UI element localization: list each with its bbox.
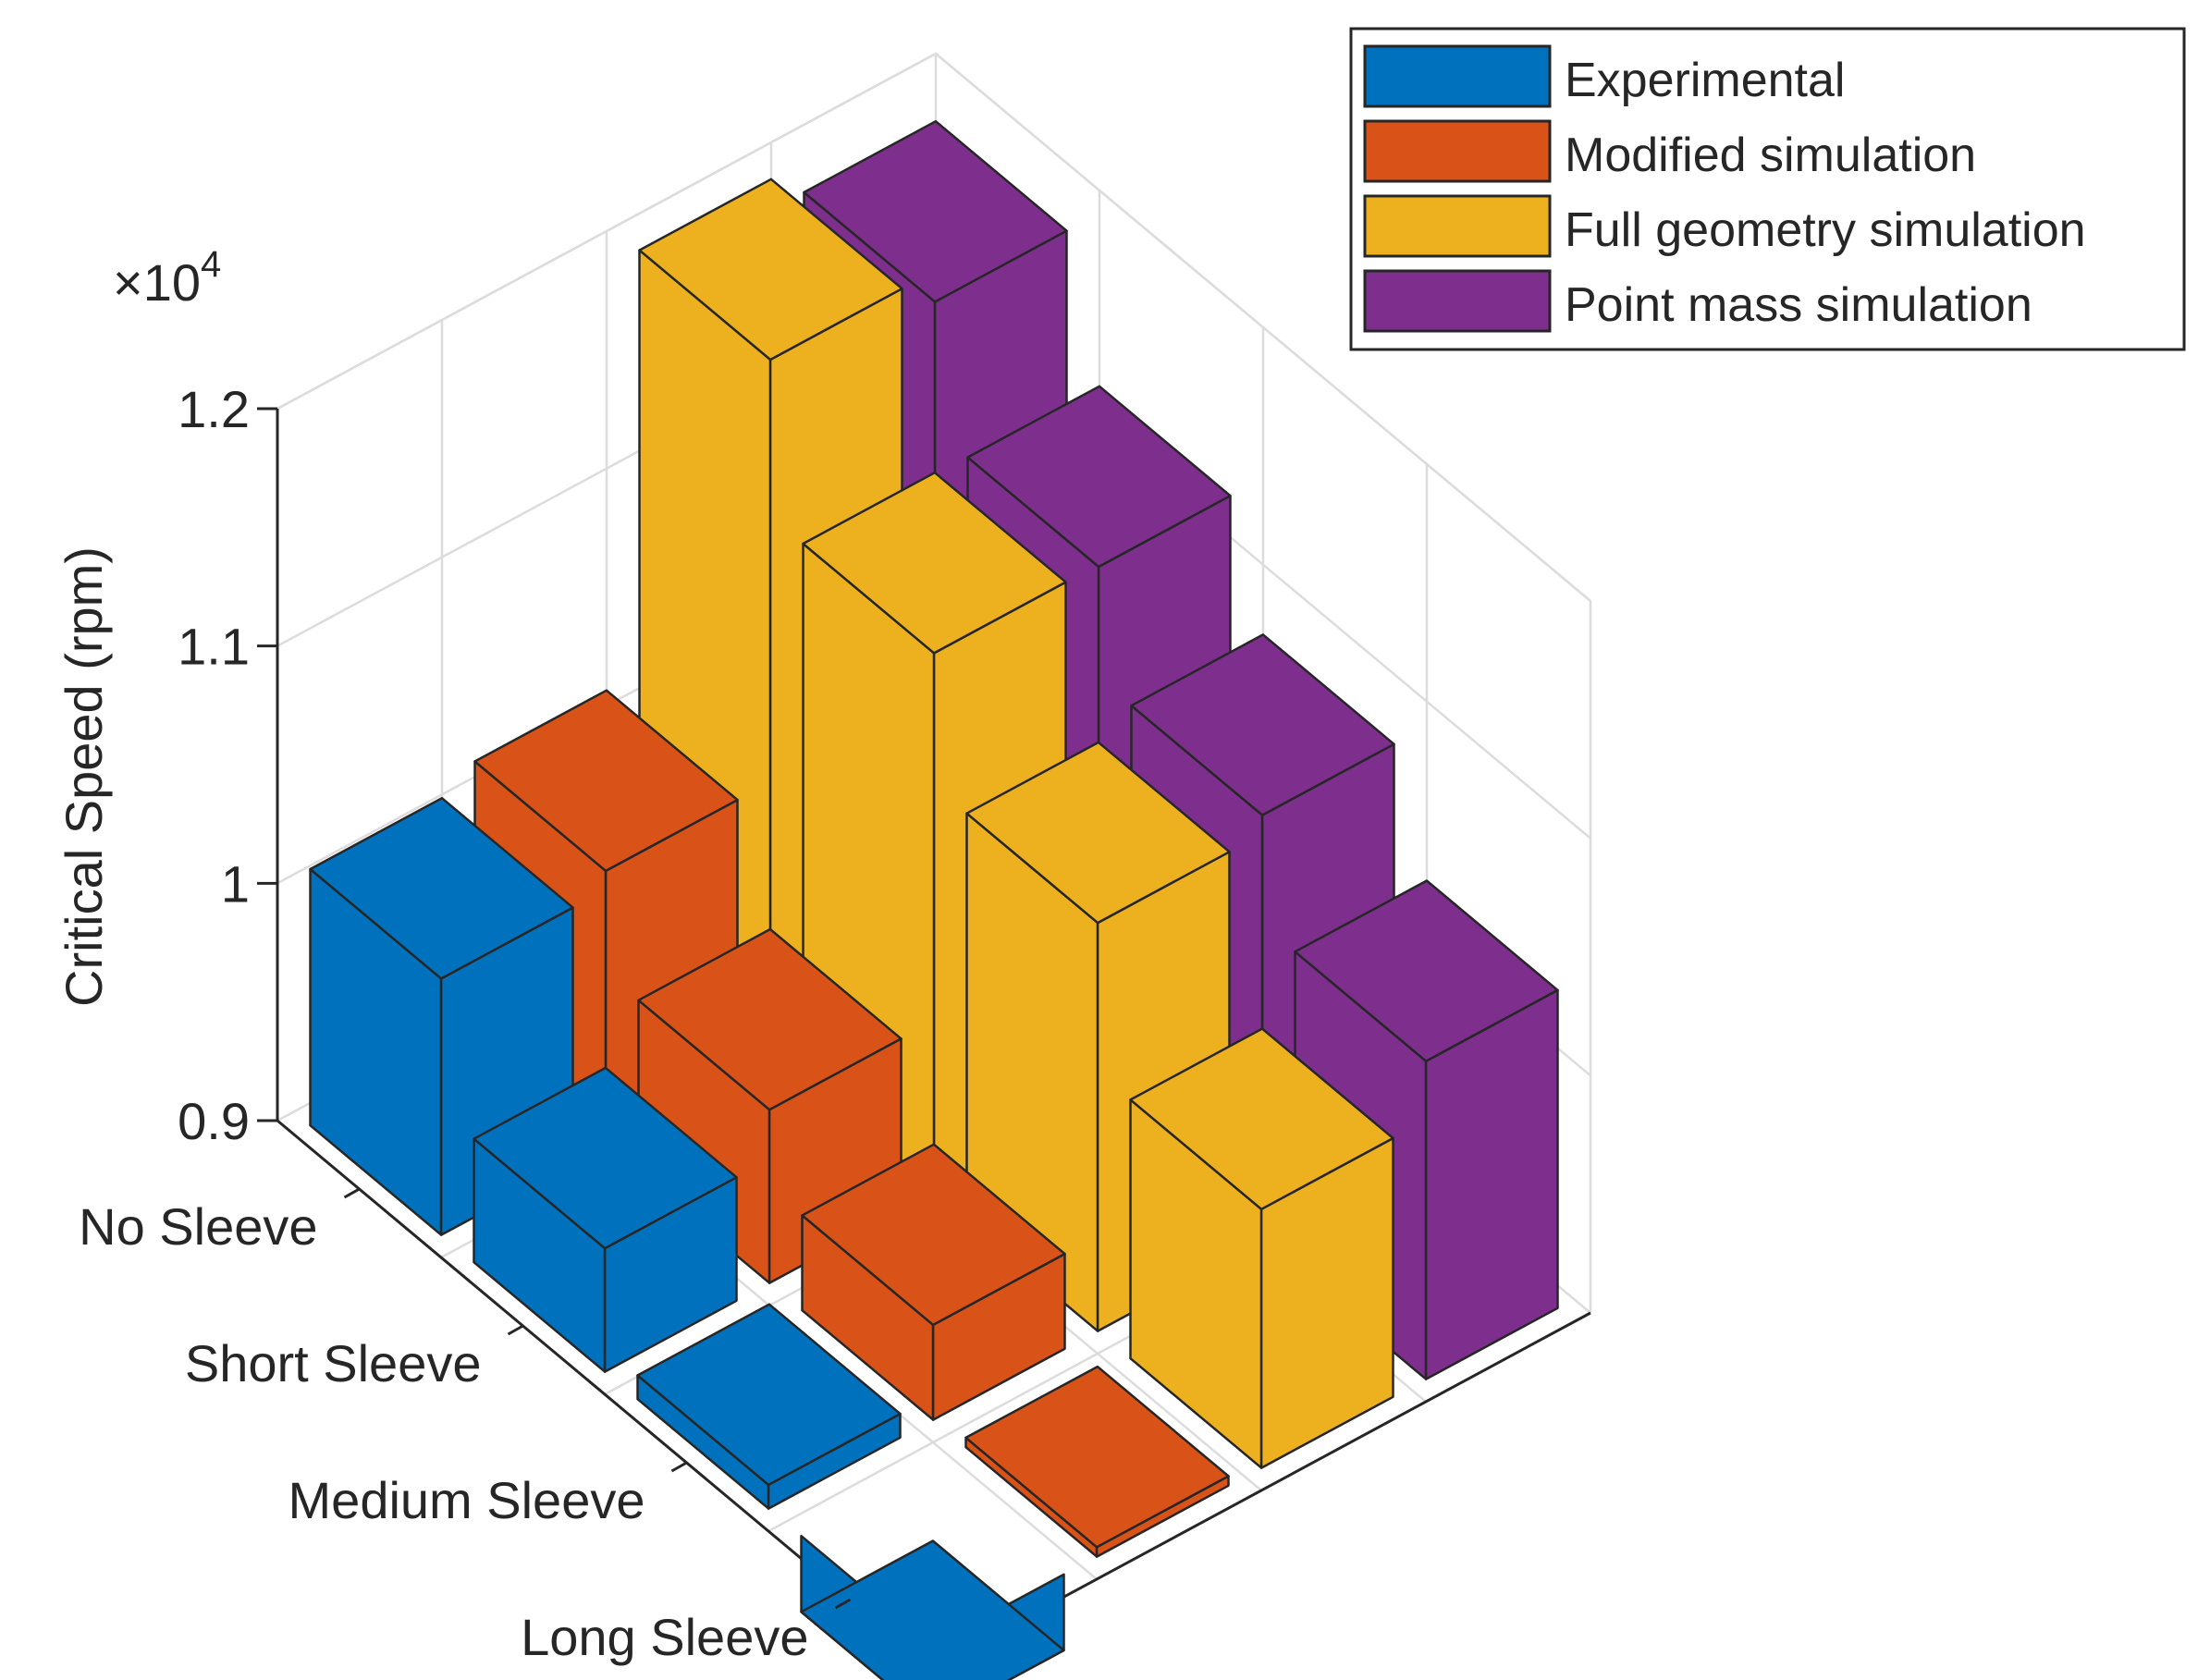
- bar-top-face: [637, 927, 903, 1111]
- z-tick-label: 1.2: [178, 380, 250, 438]
- exponent-label: ×104: [113, 244, 221, 312]
- legend: Experimental Modified simulation Full ge…: [1349, 27, 2186, 351]
- bar-top-face: [800, 1539, 1065, 1680]
- z-tick-label: 0.9: [178, 1092, 250, 1150]
- bar: [964, 1365, 1230, 1558]
- legend-entry-full-geometry-simulation: Full geometry simulation: [1363, 194, 2086, 258]
- category-tick-label: Short Sleeve: [185, 1334, 482, 1392]
- bar-top-face: [1129, 1027, 1394, 1211]
- bar-top-face: [638, 178, 903, 362]
- bar-top-face: [1294, 879, 1559, 1062]
- exponent-base: ×10: [113, 253, 201, 312]
- category-tick: [670, 1461, 688, 1473]
- z-tick-label: 1: [221, 854, 250, 913]
- legend-label-full-geometry-simulation: Full geometry simulation: [1565, 203, 2086, 257]
- bar-top-face: [473, 1066, 738, 1250]
- legend-entry-experimental: Experimental: [1363, 44, 1845, 108]
- bar-top-face: [964, 1365, 1230, 1549]
- bar: [1129, 1027, 1394, 1469]
- top-edge-line: [276, 52, 1591, 602]
- bar-top-face: [803, 119, 1068, 303]
- bar-top-face: [1130, 633, 1395, 816]
- category-tick-label: No Sleeve: [79, 1197, 317, 1256]
- legend-swatch-full-geometry-simulation: [1363, 194, 1552, 258]
- legend-label-point-mass-simulation: Point mass simulation: [1565, 278, 2032, 332]
- bar: [473, 1066, 738, 1373]
- bar-top-face: [801, 1143, 1066, 1327]
- legend-swatch-point-mass-simulation: [1363, 269, 1552, 333]
- bars: [309, 119, 1559, 1680]
- legend-label-experimental: Experimental: [1565, 54, 1845, 107]
- bar-top-face: [965, 741, 1231, 925]
- bar: [636, 1303, 902, 1510]
- legend-swatch-experimental: [1363, 44, 1552, 108]
- category-tick-label: Medium Sleeve: [289, 1471, 645, 1529]
- bar-top-face: [473, 689, 739, 873]
- legend-entry-point-mass-simulation: Point mass simulation: [1363, 269, 2032, 333]
- bar: [800, 1534, 1065, 1680]
- category-tick: [834, 1598, 852, 1610]
- category-tick: [343, 1187, 361, 1199]
- legend-entry-modified-simulation: Modified simulation: [1363, 119, 1976, 183]
- exponent-power: 4: [201, 244, 221, 285]
- bar: [801, 1143, 1066, 1421]
- bar-top-face: [966, 385, 1232, 569]
- legend-label-modified-simulation: Modified simulation: [1565, 129, 1976, 182]
- category-tick: [507, 1324, 524, 1336]
- legend-swatch-modified-simulation: [1363, 119, 1552, 183]
- bar-top-face: [309, 796, 574, 980]
- category-tick-label: Long Sleeve: [521, 1608, 808, 1666]
- bar-top-face: [636, 1303, 902, 1487]
- bar-top-face: [802, 471, 1067, 655]
- z-tick-label: 1.1: [178, 618, 250, 676]
- y-axis-label: Critical Speed (rpm): [55, 546, 113, 1007]
